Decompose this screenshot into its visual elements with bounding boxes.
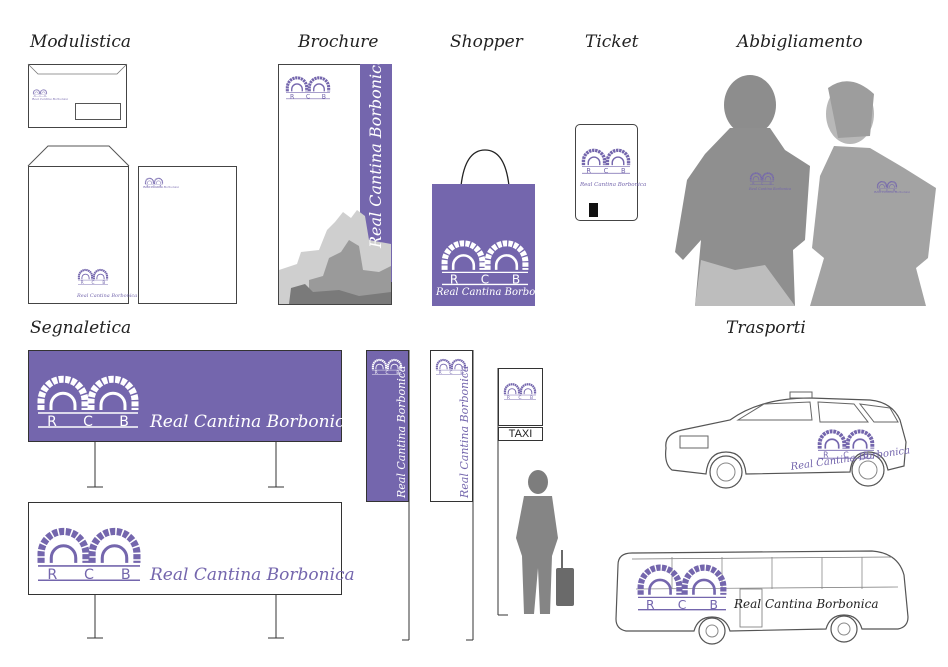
svg-text:B: B: [119, 414, 129, 430]
svg-text:C: C: [386, 370, 389, 375]
svg-text:R: R: [375, 370, 378, 375]
svg-text:R: R: [439, 370, 442, 375]
svg-text:R: R: [450, 273, 458, 287]
section-title-ticket: Ticket: [585, 32, 639, 52]
envelope-window: [28, 64, 127, 128]
svg-text:R: R: [147, 184, 149, 188]
svg-text:C: C: [39, 96, 41, 98]
svg-text:R: R: [47, 567, 57, 583]
billboard-white: [28, 502, 342, 595]
svg-text:B: B: [102, 280, 105, 285]
svg-text:C: C: [678, 598, 687, 612]
svg-text:B: B: [530, 395, 533, 401]
svg-text:C: C: [886, 188, 888, 192]
section-title-trasporti: Trasporti: [726, 318, 806, 338]
section-title-abbigliamento: Abbigliamento: [737, 32, 863, 52]
svg-text:R: R: [34, 96, 36, 98]
brand-name-text: Real Cantina Borbonica: [150, 412, 355, 432]
svg-text:B: B: [322, 93, 326, 100]
svg-text:C: C: [92, 280, 95, 285]
section-title-segnaletica: Segnaletica: [30, 318, 132, 338]
svg-text:C: C: [481, 273, 489, 287]
svg-text:B: B: [769, 182, 772, 186]
envelope-large-flap: [27, 145, 130, 167]
banner-vertical-purple: [366, 350, 409, 502]
svg-text:R: R: [879, 188, 881, 192]
svg-text:C: C: [83, 414, 93, 430]
svg-text:B: B: [621, 167, 626, 175]
svg-text:B: B: [893, 188, 895, 192]
brand-name-text: Real Cantina Borbonica: [143, 185, 180, 189]
brand-name-text: Real Cantina Borbonica: [150, 565, 355, 585]
svg-text:C: C: [84, 567, 94, 583]
section-title-modulistica: Modulistica: [30, 32, 131, 52]
banner-brand-vertical: Real Cantina Borbonica: [458, 365, 471, 498]
svg-text:C: C: [450, 370, 453, 375]
taxi-label: TAXI: [498, 427, 543, 441]
svg-text:R: R: [752, 182, 755, 186]
svg-text:B: B: [863, 451, 868, 460]
brand-name-text: Real Cantina Borbonica: [874, 190, 911, 194]
svg-text:B: B: [460, 370, 463, 375]
svg-text:R: R: [586, 167, 591, 175]
brand-name-text: Real Cantina Borbonica: [749, 187, 792, 191]
svg-text:C: C: [153, 184, 155, 188]
brand-name-text: Real Cantina Borbonica: [580, 182, 647, 188]
svg-text:R: R: [507, 395, 510, 401]
svg-text:B: B: [396, 370, 399, 375]
svg-text:R: R: [290, 93, 295, 100]
brand-name-text: Real Cantina Borbonica: [32, 97, 69, 101]
svg-text:R: R: [81, 280, 84, 285]
traveler-silhouette: [516, 470, 574, 614]
ticket-magnetic-chip: [589, 203, 598, 217]
svg-text:B: B: [709, 598, 717, 612]
svg-text:B: B: [160, 184, 162, 188]
svg-text:C: C: [843, 451, 849, 460]
banner-brand-vertical: Real Cantina Borbonica: [395, 365, 408, 498]
taxi-sign-panel: [498, 368, 543, 426]
apparel-woman-silhouette: [810, 81, 936, 306]
envelope-large: [28, 166, 129, 304]
envelope-address-window: [75, 103, 121, 120]
svg-text:R: R: [823, 451, 829, 460]
letterhead-sheet: [138, 166, 237, 304]
svg-text:B: B: [512, 273, 520, 287]
svg-text:R: R: [47, 414, 57, 430]
ticket-card: [575, 124, 638, 221]
svg-text:C: C: [518, 395, 521, 401]
section-title-brochure: Brochure: [298, 32, 379, 52]
brand-name-text: Real Cantina Borbonica: [436, 287, 557, 298]
brand-name-text: Real Cantina Borbonica: [734, 597, 879, 611]
apparel-man-silhouette: [675, 75, 810, 306]
shopper-handle: [460, 149, 510, 187]
svg-text:B: B: [44, 96, 46, 98]
brochure-castle-illustration: [279, 210, 391, 304]
section-title-shopper: Shopper: [450, 32, 523, 52]
envelope-flap-line: [27, 63, 128, 75]
svg-text:B: B: [121, 567, 131, 583]
brand-name-text: Real Cantina Borbonica: [77, 293, 138, 299]
svg-text:R: R: [646, 598, 655, 612]
banner-vertical-white: [430, 350, 473, 502]
svg-text:C: C: [761, 182, 764, 186]
svg-text:C: C: [306, 93, 310, 100]
svg-text:C: C: [604, 167, 609, 175]
taxi-car-illustration: [665, 391, 907, 489]
